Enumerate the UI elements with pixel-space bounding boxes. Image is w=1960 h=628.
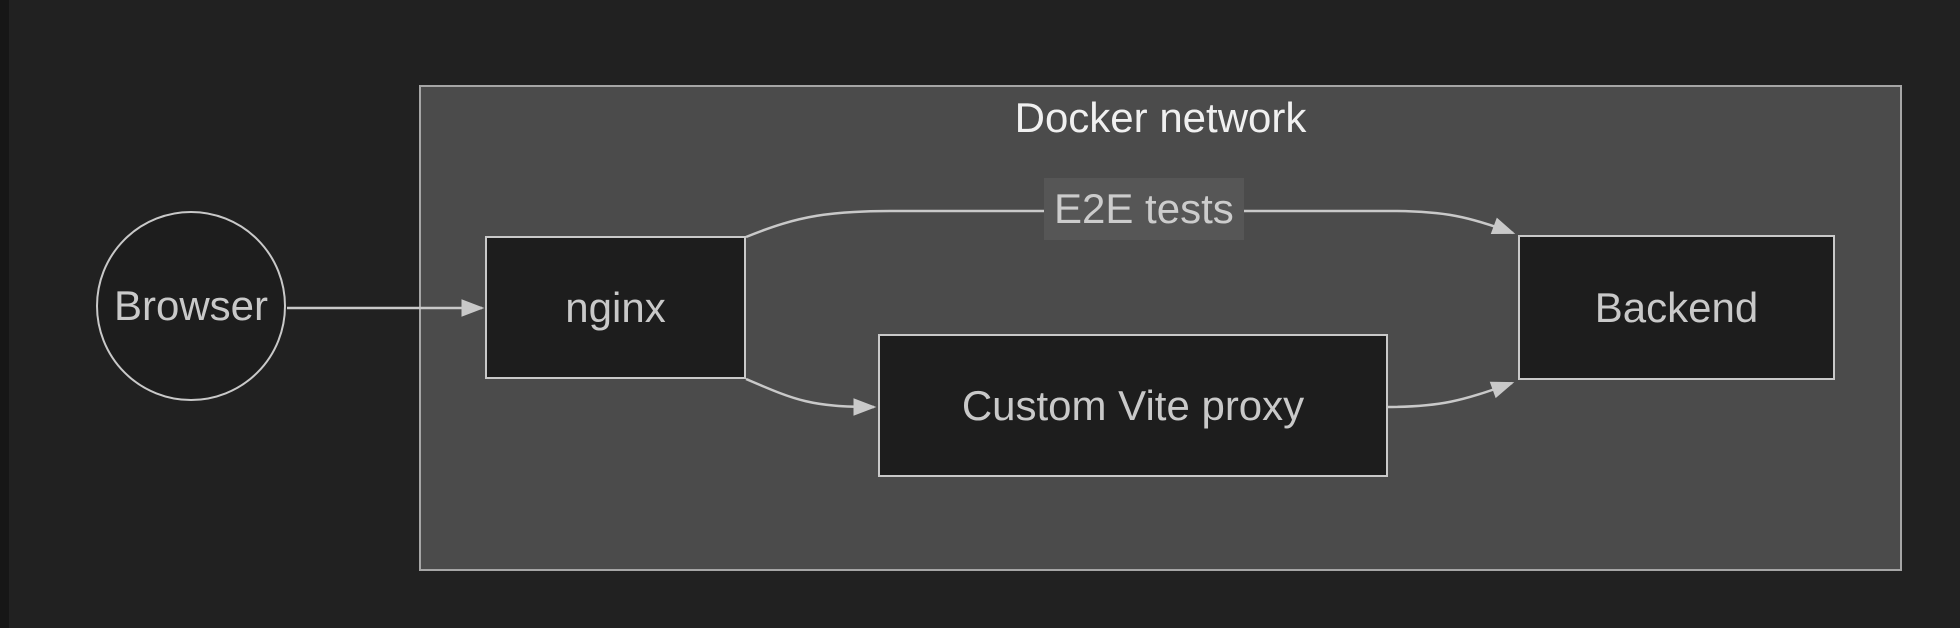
edge-nginx-to-backend	[745, 209, 1516, 239]
window-edge-strip	[0, 0, 9, 628]
edge-proxy-to-backend	[1385, 381, 1515, 409]
node-custom-vite-proxy-label: Custom Vite proxy	[961, 381, 1305, 429]
node-nginx-label: nginx	[565, 283, 666, 331]
edge-label-e2e-tests: E2E tests	[1044, 178, 1244, 240]
node-custom-vite-proxy: Custom Vite proxy	[878, 334, 1388, 477]
edge-label-e2e-tests-text: E2E tests	[1054, 185, 1234, 232]
cluster-title: Docker network	[1014, 94, 1307, 141]
edge-nginx-to-proxy	[745, 377, 877, 416]
node-nginx: nginx	[485, 236, 746, 379]
node-backend-label: Backend	[1594, 283, 1759, 331]
node-backend: Backend	[1518, 235, 1835, 380]
node-browser: Browser	[96, 211, 286, 401]
node-browser-label: Browser	[113, 282, 269, 329]
